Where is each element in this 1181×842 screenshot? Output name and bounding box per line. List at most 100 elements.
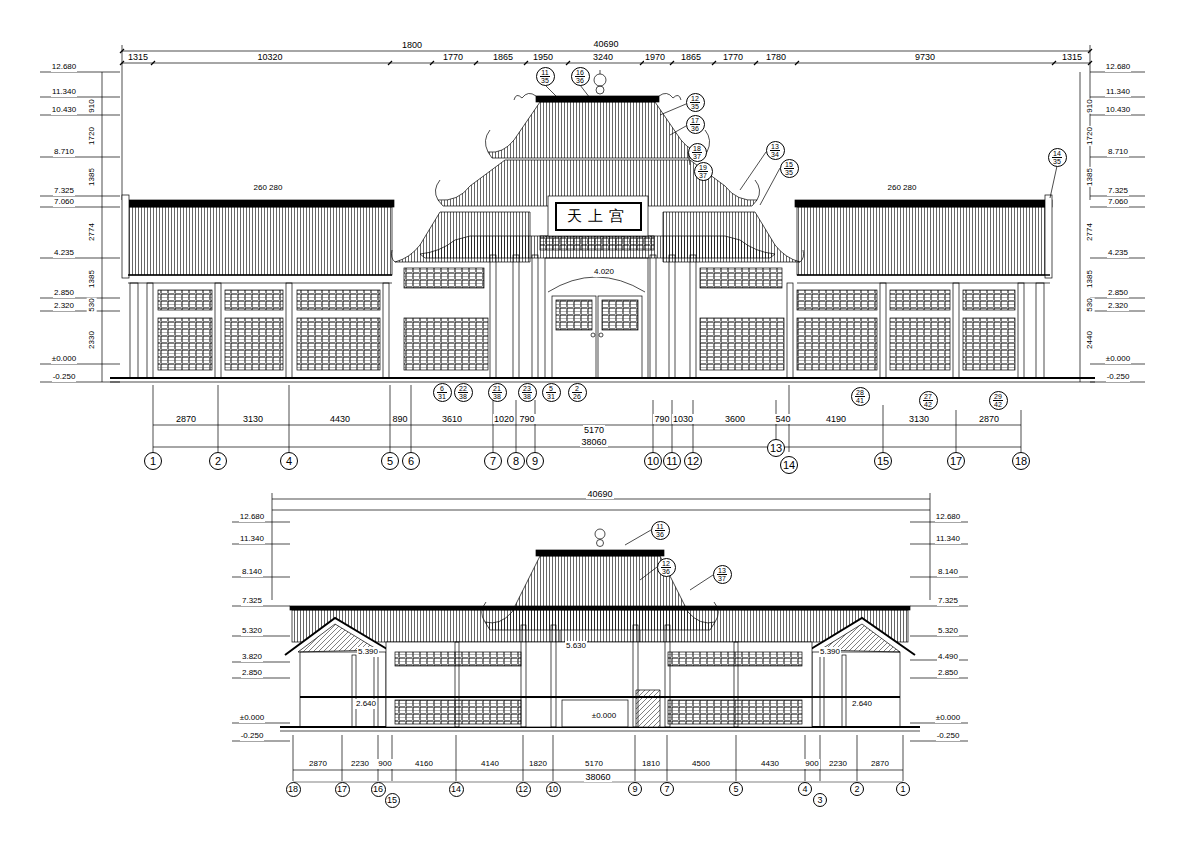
callout-number: 37 bbox=[698, 171, 708, 179]
callout-number: 35 bbox=[784, 168, 794, 176]
dimension-text: 1865 bbox=[680, 52, 702, 62]
axis-bubble: 9 bbox=[526, 452, 544, 470]
dimension-text: 11.340 bbox=[239, 534, 265, 544]
callout-number: 4 bbox=[286, 455, 292, 467]
vertical-dimension: 2774 bbox=[87, 222, 97, 242]
detail-callout: 1435 bbox=[1048, 148, 1067, 167]
dimension-text: 7.325 bbox=[1107, 186, 1129, 196]
detail-callout: 1235 bbox=[686, 93, 705, 112]
dimension-text: 1780 bbox=[765, 52, 787, 62]
dimension-text: 12.680 bbox=[935, 512, 961, 522]
detail-callout: 2238 bbox=[454, 383, 473, 402]
dimension-text: 890 bbox=[391, 414, 408, 424]
dimension-text: 790 bbox=[518, 414, 535, 424]
dimension-text: 10320 bbox=[256, 52, 283, 62]
callout-number: 5 bbox=[733, 784, 738, 794]
dimension-text: 790 bbox=[653, 414, 670, 424]
detail-callout: 1136 bbox=[651, 521, 670, 540]
callout-number: 18 bbox=[692, 145, 702, 152]
dimension-text: -0.250 bbox=[240, 731, 265, 741]
callout-number: 18 bbox=[1015, 455, 1027, 467]
callout-number: 26 bbox=[572, 392, 582, 400]
dimension-text: 7.060 bbox=[53, 197, 75, 207]
callout-number: 37 bbox=[692, 152, 702, 160]
callout-number: 8 bbox=[513, 455, 519, 467]
callout-number: 17 bbox=[690, 117, 700, 124]
dimension-text: 11.340 bbox=[1105, 87, 1131, 97]
detail-callout: 531 bbox=[542, 383, 561, 402]
detail-callout: 2942 bbox=[989, 391, 1008, 410]
dimension-text: 5.390 bbox=[819, 647, 841, 657]
callout-number: 38 bbox=[458, 392, 468, 400]
dimension-text: 4430 bbox=[760, 759, 780, 769]
callout-number: 36 bbox=[661, 567, 671, 575]
dimension-text: 1810 bbox=[641, 759, 661, 769]
detail-callout: 1937 bbox=[694, 162, 713, 181]
callout-number: 29 bbox=[993, 393, 1003, 400]
dimension-text: 3130 bbox=[242, 414, 264, 424]
callout-number: 7 bbox=[664, 784, 669, 794]
dimension-text: 900 bbox=[804, 759, 819, 769]
callout-number: 38 bbox=[492, 392, 502, 400]
callout-number: 10 bbox=[647, 455, 659, 467]
dimension-text: 4500 bbox=[691, 759, 711, 769]
dimension-text: 4.020 bbox=[593, 267, 615, 277]
dimension-text: 260 280 bbox=[887, 183, 918, 193]
detail-callout: 631 bbox=[433, 383, 452, 402]
axis-bubble: 4 bbox=[798, 782, 812, 796]
callout-number: 28 bbox=[855, 389, 865, 396]
vertical-dimension: 2440 bbox=[1085, 330, 1095, 350]
axis-bubble: 18 bbox=[286, 782, 301, 797]
dimension-text: 2.320 bbox=[53, 301, 75, 311]
axis-bubble: 13 bbox=[767, 439, 785, 457]
dimension-text: 5.320 bbox=[937, 626, 959, 636]
callout-number: 5 bbox=[548, 385, 554, 392]
dimension-text: 2870 bbox=[175, 414, 197, 424]
detail-callout: 2841 bbox=[851, 387, 870, 406]
axis-bubble: 12 bbox=[516, 782, 531, 797]
vertical-dimension: 1385 bbox=[1085, 269, 1095, 289]
dimension-text: 40690 bbox=[586, 489, 613, 499]
axis-bubble: 11 bbox=[663, 452, 681, 470]
dimension-text: 1970 bbox=[644, 52, 666, 62]
callout-number: 42 bbox=[993, 400, 1003, 408]
axis-bubble: 4 bbox=[280, 452, 298, 470]
dimension-text: 900 bbox=[377, 759, 392, 769]
callout-number: 31 bbox=[546, 392, 556, 400]
callout-number: 7 bbox=[490, 455, 496, 467]
detail-callout: 2138 bbox=[488, 383, 507, 402]
vertical-dimension: 910 bbox=[87, 98, 97, 113]
dimension-text: -0.250 bbox=[936, 731, 961, 741]
callout-number: 35 bbox=[1052, 157, 1062, 165]
callout-number: 12 bbox=[690, 95, 700, 102]
callout-number: 11 bbox=[666, 455, 677, 467]
callout-number: 36 bbox=[575, 76, 585, 84]
axis-bubble: 10 bbox=[644, 452, 662, 470]
callout-number: 38 bbox=[522, 392, 532, 400]
dimension-text: 1865 bbox=[492, 52, 514, 62]
detail-callout: 1535 bbox=[780, 159, 799, 178]
dimension-text: 5.390 bbox=[357, 647, 379, 657]
callout-number: 17 bbox=[950, 455, 962, 467]
axis-bubble: 16 bbox=[371, 782, 386, 797]
vertical-dimension: 2774 bbox=[1085, 222, 1095, 242]
callout-number: 6 bbox=[408, 455, 414, 467]
dimension-text: ±0.000 bbox=[591, 711, 617, 721]
callout-number: 11 bbox=[540, 69, 549, 76]
dimension-text: 38060 bbox=[584, 772, 611, 782]
callout-number: 2 bbox=[574, 385, 580, 392]
dimension-text: 2230 bbox=[828, 759, 848, 769]
callout-number: 2 bbox=[215, 455, 221, 467]
axis-bubble: 5 bbox=[729, 782, 743, 796]
axis-bubble: 3 bbox=[813, 793, 827, 807]
dimension-text: 7.325 bbox=[937, 596, 959, 606]
dimension-text: 3610 bbox=[441, 414, 463, 424]
dimension-text: 1020 bbox=[493, 414, 515, 424]
callout-number: 42 bbox=[923, 400, 933, 408]
callout-number: 31 bbox=[437, 392, 447, 400]
dimension-text: 1315 bbox=[127, 52, 149, 62]
detail-callout: 226 bbox=[568, 383, 587, 402]
axis-bubble: 17 bbox=[947, 452, 965, 470]
dimension-text: 12.680 bbox=[51, 62, 77, 72]
axis-bubble: 14 bbox=[780, 456, 798, 474]
